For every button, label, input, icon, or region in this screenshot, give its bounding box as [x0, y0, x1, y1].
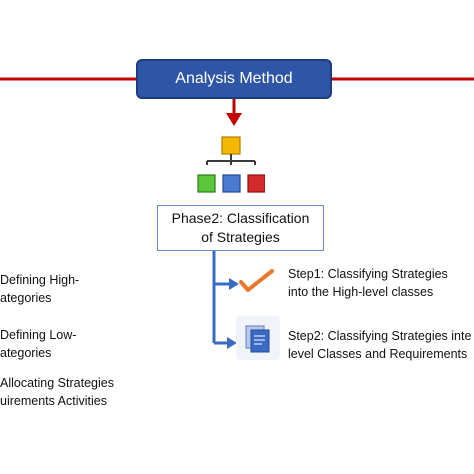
- phase2-line2: of Strategies: [201, 229, 280, 245]
- checkmark-icon: [239, 269, 274, 292]
- left-item-3: Allocating Strategies uirements Activiti…: [0, 374, 114, 410]
- left-item-1-line2: ategories: [0, 291, 52, 305]
- analysis-method-label: Analysis Method: [175, 70, 293, 87]
- step1-line2: into the High-level classes: [288, 285, 434, 299]
- left-item-3-line2: uirements Activities: [0, 394, 107, 408]
- step2-line1: Step2: Classifying Strategies inte: [288, 329, 472, 343]
- left-item-3-line1: Allocating Strategies: [0, 376, 114, 390]
- phase2-box: Phase2: Classification of Strategies: [157, 205, 324, 251]
- blue-arrow-1: [229, 278, 239, 290]
- left-item-2-line2: ategories: [0, 346, 52, 360]
- documents-icon: [236, 316, 280, 360]
- blue-arrow-2: [227, 337, 237, 349]
- left-item-2-line1: Defining Low-: [0, 328, 77, 342]
- step2-text: Step2: Classifying Strategies inte level…: [288, 327, 471, 363]
- step1-text: Step1: Classifying Strategies into the H…: [288, 265, 448, 301]
- step2-line2: level Classes and Requirements: [288, 347, 468, 361]
- left-item-1-line1: Defining High-: [0, 273, 80, 287]
- red-arrow-head: [226, 113, 242, 126]
- left-item-2: Defining Low- ategories: [0, 326, 76, 362]
- hierarchy-icon: [197, 136, 265, 193]
- step1-line1: Step1: Classifying Strategies: [288, 267, 448, 281]
- analysis-method-box: Analysis Method: [136, 59, 332, 99]
- phase2-line1: Phase2: Classification: [171, 210, 310, 226]
- left-item-1: Defining High- ategories: [0, 271, 79, 307]
